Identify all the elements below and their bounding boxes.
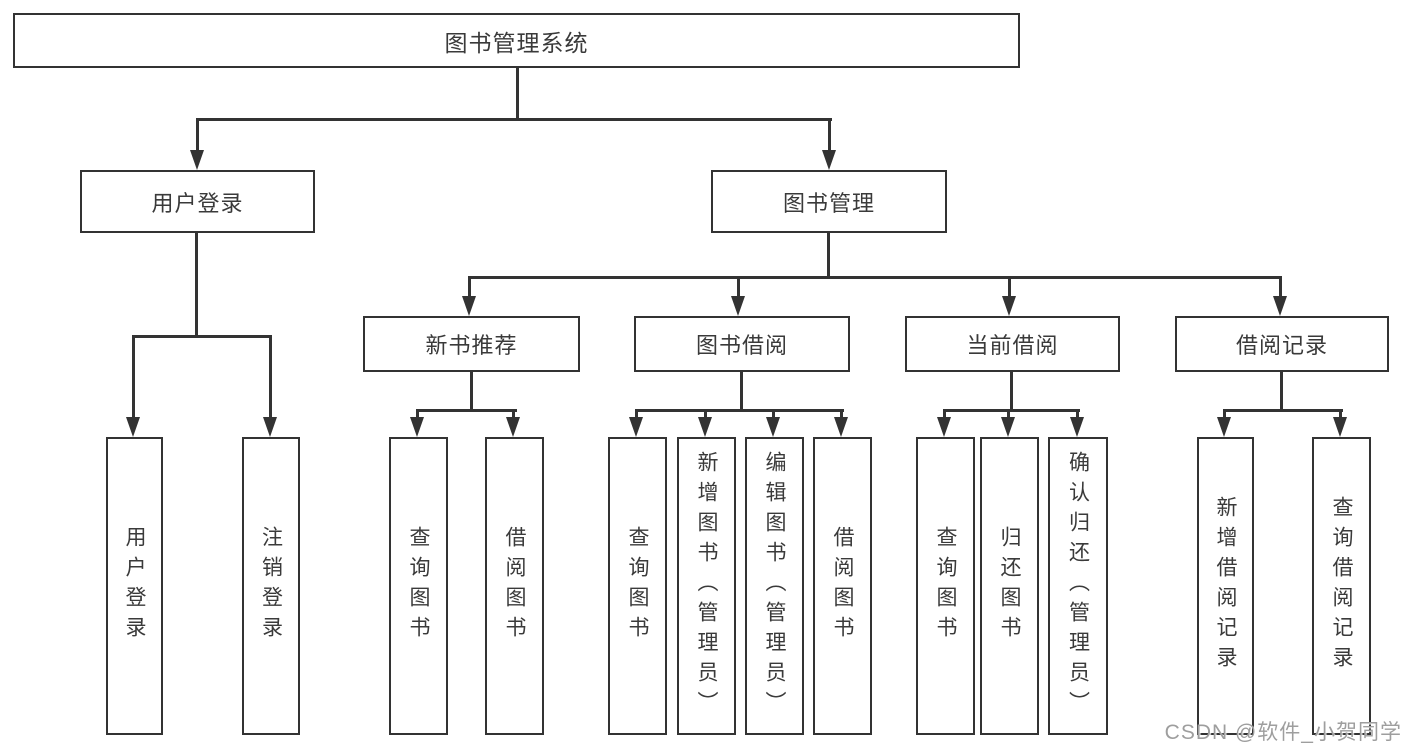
leaf-query-borrow-record: 查询借阅记录 bbox=[1312, 437, 1371, 735]
arrow-down-icon bbox=[126, 417, 140, 437]
connector-line bbox=[1279, 276, 1282, 300]
leaf-return-book: 归还图书 bbox=[980, 437, 1039, 735]
arrow-down-icon bbox=[834, 417, 848, 437]
leaf-user-login: 用户登录 bbox=[106, 437, 163, 735]
leaf-query-book-under-recommend: 查询图书 bbox=[389, 437, 448, 735]
arrow-down-icon bbox=[1273, 296, 1287, 316]
leaf-label: 编辑图书（管理员） bbox=[763, 451, 786, 721]
connector-line bbox=[196, 118, 199, 154]
arrow-down-icon bbox=[1217, 417, 1231, 437]
node-user-login: 用户登录 bbox=[80, 170, 315, 233]
connector-line bbox=[416, 409, 419, 421]
connector-line bbox=[516, 68, 519, 120]
connector-line bbox=[827, 233, 830, 278]
leaf-label: 借阅图书 bbox=[503, 526, 526, 646]
connector-line bbox=[196, 118, 832, 121]
connector-line bbox=[840, 409, 843, 421]
leaf-label: 查询图书 bbox=[407, 526, 430, 646]
arrow-down-icon bbox=[698, 417, 712, 437]
connector-line bbox=[1339, 409, 1342, 421]
connector-line bbox=[1008, 276, 1011, 300]
connector-line bbox=[195, 233, 198, 337]
arrow-down-icon bbox=[263, 417, 277, 437]
arrow-down-icon bbox=[629, 417, 643, 437]
leaf-add-book-admin: 新增图书（管理员） bbox=[677, 437, 736, 735]
connector-line bbox=[1280, 372, 1283, 411]
connector-line bbox=[512, 409, 515, 421]
arrow-down-icon bbox=[1333, 417, 1347, 437]
leaf-label: 查询图书 bbox=[934, 526, 957, 646]
leaf-logout: 注销登录 bbox=[242, 437, 300, 735]
leaf-label: 归还图书 bbox=[998, 526, 1021, 646]
node-new-book-recommend: 新书推荐 bbox=[363, 316, 580, 372]
connector-line bbox=[944, 409, 1080, 412]
connector-line bbox=[740, 372, 743, 411]
leaf-label: 查询借阅记录 bbox=[1330, 496, 1353, 676]
leaf-label: 借阅图书 bbox=[831, 526, 854, 646]
leaf-add-borrow-record: 新增借阅记录 bbox=[1197, 437, 1254, 735]
arrow-down-icon bbox=[410, 417, 424, 437]
arrow-down-icon bbox=[1002, 296, 1016, 316]
leaf-label: 新增图书（管理员） bbox=[695, 451, 718, 721]
connector-line bbox=[704, 409, 707, 421]
connector-line bbox=[1010, 372, 1013, 411]
leaf-confirm-return-admin: 确认归还（管理员） bbox=[1048, 437, 1108, 735]
arrow-down-icon bbox=[190, 150, 204, 170]
connector-line bbox=[132, 335, 135, 421]
node-library-management-system: 图书管理系统 bbox=[13, 13, 1020, 68]
arrow-down-icon bbox=[937, 417, 951, 437]
leaf-label: 查询图书 bbox=[626, 526, 649, 646]
node-current-borrow: 当前借阅 bbox=[905, 316, 1120, 372]
arrow-down-icon bbox=[506, 417, 520, 437]
connector-line bbox=[772, 409, 775, 421]
arrow-down-icon bbox=[1001, 417, 1015, 437]
connector-line bbox=[132, 335, 272, 338]
connector-line bbox=[1223, 409, 1226, 421]
leaf-label: 确认归还（管理员） bbox=[1066, 451, 1090, 721]
connector-line bbox=[469, 276, 1282, 279]
node-borrow-records: 借阅记录 bbox=[1175, 316, 1389, 372]
leaf-query-book-under-current: 查询图书 bbox=[916, 437, 975, 735]
arrow-down-icon bbox=[822, 150, 836, 170]
leaf-label: 注销登录 bbox=[259, 526, 283, 646]
connector-line bbox=[737, 276, 740, 300]
leaf-label: 新增借阅记录 bbox=[1214, 496, 1237, 676]
leaf-edit-book-admin: 编辑图书（管理员） bbox=[745, 437, 804, 735]
connector-line bbox=[1224, 409, 1343, 412]
node-book-management: 图书管理 bbox=[711, 170, 947, 233]
connector-line bbox=[269, 335, 272, 421]
arrow-down-icon bbox=[462, 296, 476, 316]
arrow-down-icon bbox=[731, 296, 745, 316]
connector-line bbox=[1076, 409, 1079, 421]
connector-line bbox=[468, 276, 471, 300]
connector-line bbox=[635, 409, 638, 421]
connector-line bbox=[636, 409, 844, 412]
csdn-watermark: CSDN @软件_小贺同学 bbox=[1164, 721, 1402, 744]
connector-line bbox=[470, 372, 473, 411]
leaf-label: 用户登录 bbox=[123, 526, 146, 646]
connector-line bbox=[943, 409, 946, 421]
connector-line bbox=[828, 118, 831, 154]
leaf-query-book-under-borrow: 查询图书 bbox=[608, 437, 667, 735]
arrow-down-icon bbox=[766, 417, 780, 437]
leaf-borrow-book-under-recommend: 借阅图书 bbox=[485, 437, 544, 735]
connector-line bbox=[417, 409, 517, 412]
connector-line bbox=[1007, 409, 1010, 421]
node-book-borrow: 图书借阅 bbox=[634, 316, 850, 372]
arrow-down-icon bbox=[1070, 417, 1084, 437]
leaf-borrow-book-under-borrow: 借阅图书 bbox=[813, 437, 872, 735]
